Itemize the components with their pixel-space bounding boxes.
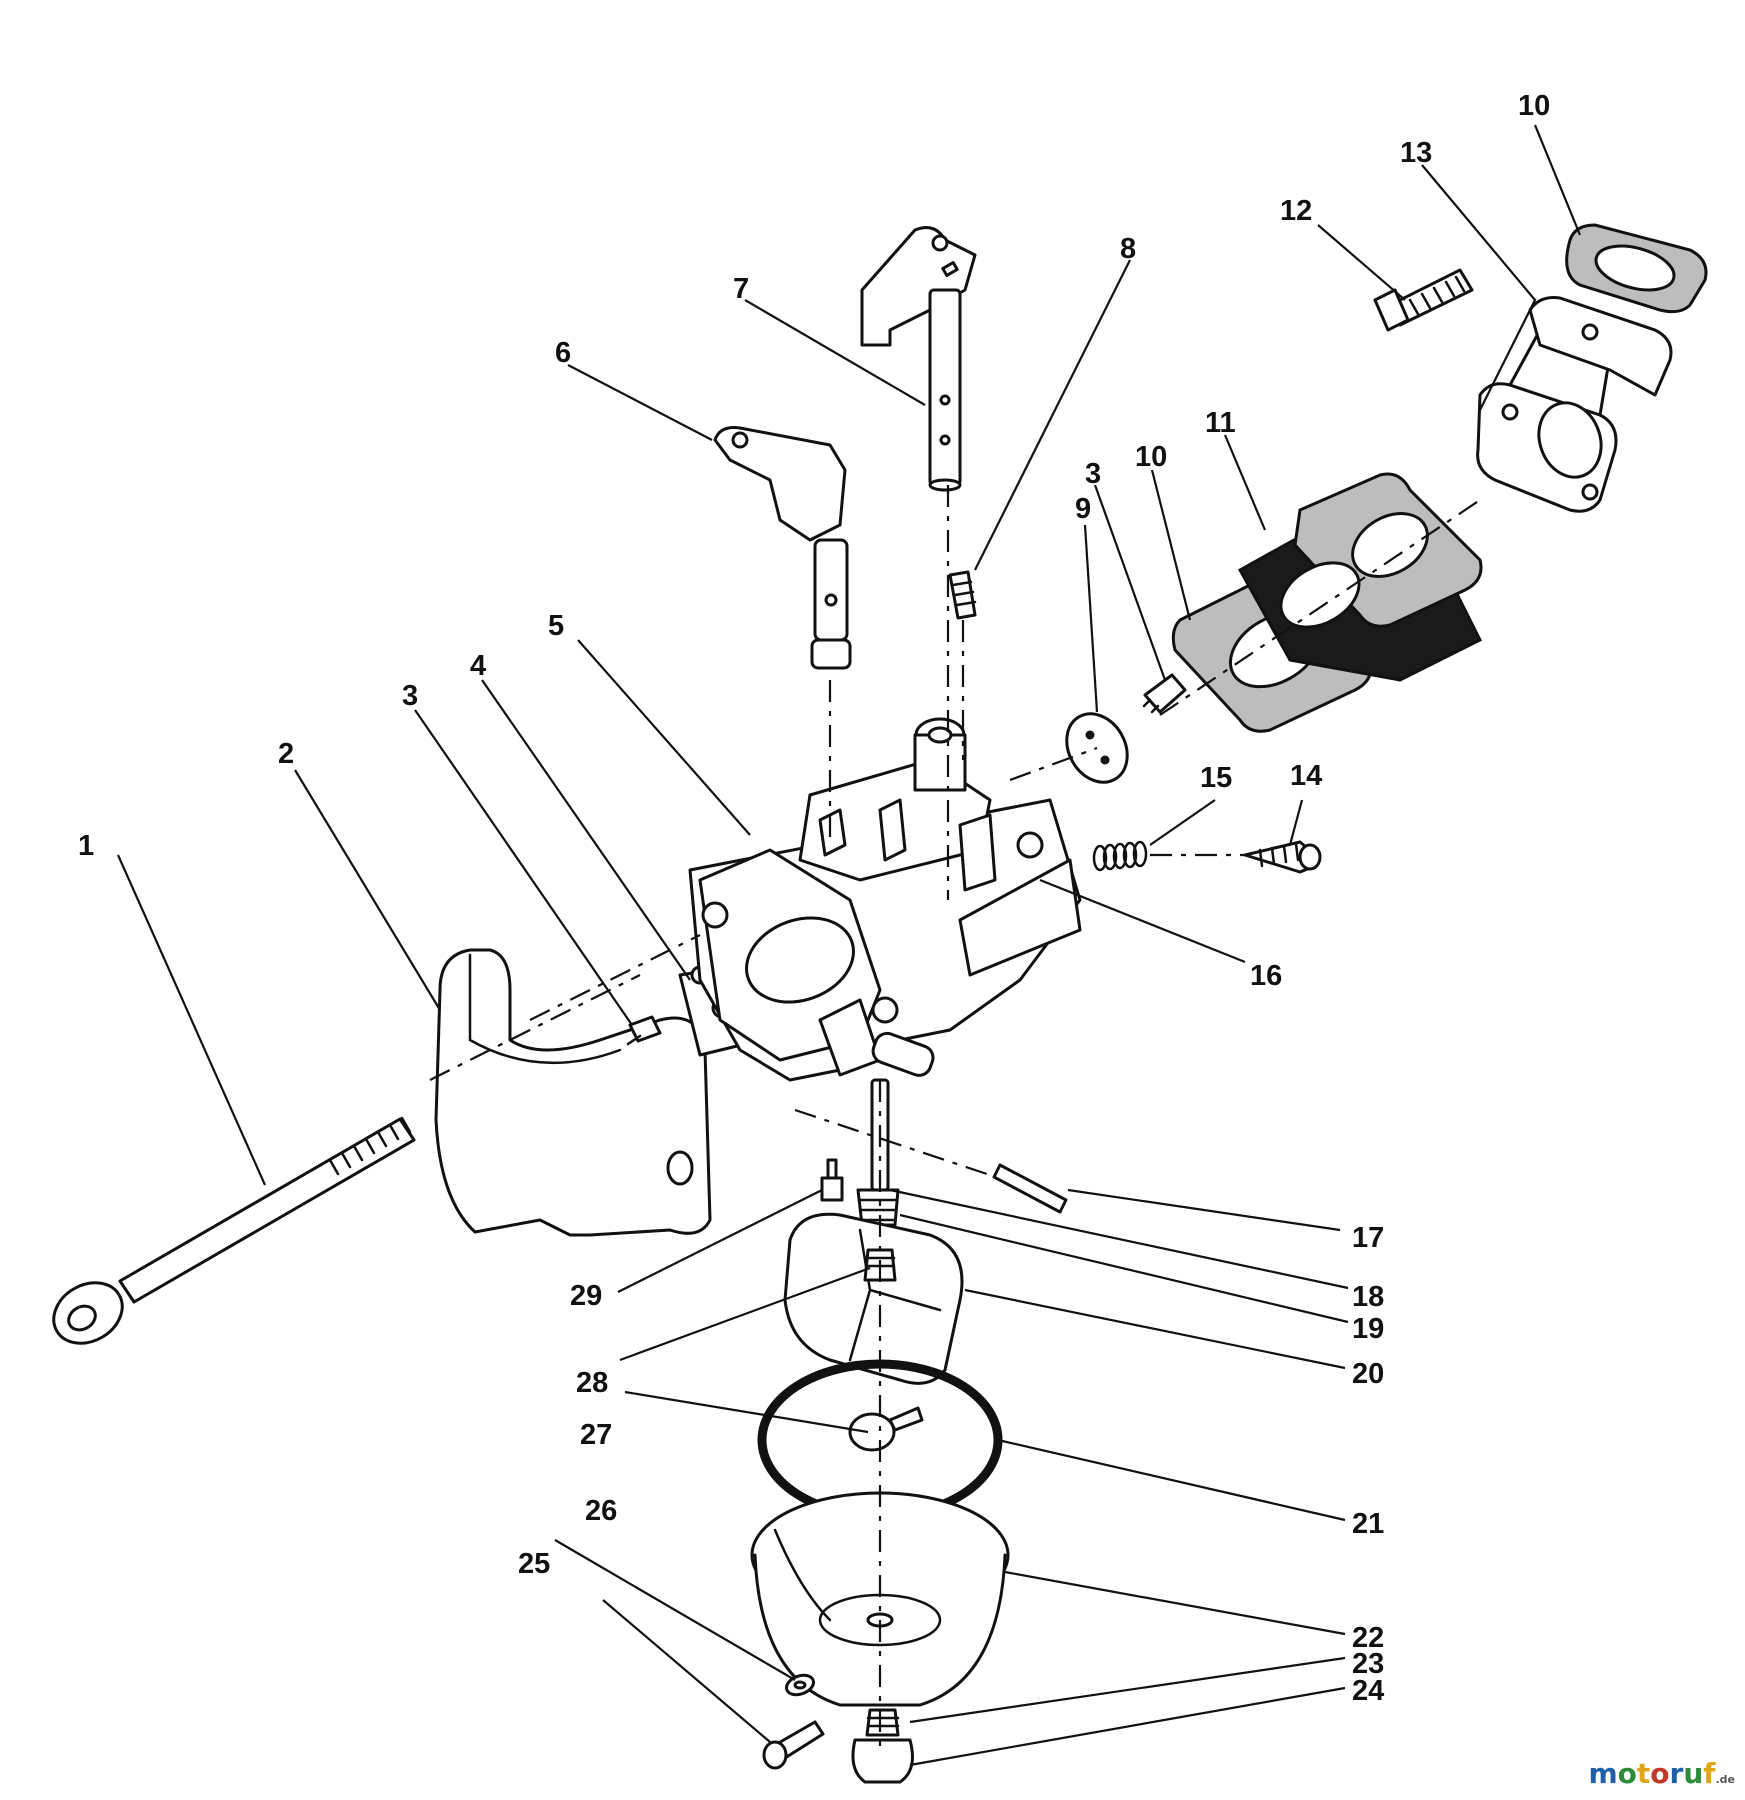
callout-13: 13 (1400, 137, 1432, 169)
alignment-lines (429, 485, 1481, 1750)
callout-7: 7 (733, 273, 749, 305)
callout-20: 20 (1352, 1358, 1384, 1390)
part-5-carburetor-body (688, 717, 1082, 1082)
watermark-letter-t: t (1636, 1757, 1651, 1790)
callout-28: 28 (576, 1367, 608, 1399)
callout-19: 19 (1352, 1313, 1384, 1345)
part-10-gasket-top (1565, 223, 1708, 314)
part-29-needle-valve (820, 1158, 844, 1202)
part-7-throttle-shaft (860, 226, 977, 492)
part-25-screw (762, 1720, 825, 1770)
callout-12: 12 (1280, 195, 1312, 227)
callout-9: 9 (1075, 493, 1091, 525)
callout-10-top: 10 (1518, 90, 1550, 122)
callout-labels: 1 2 3 4 5 6 7 8 9 3 10 11 12 13 10 14 15… (78, 90, 1550, 1707)
part-18-19-needle (856, 1078, 900, 1227)
part-27-clip (848, 1406, 924, 1452)
callout-25: 25 (518, 1548, 550, 1580)
callout-5: 5 (548, 610, 564, 642)
watermark-letter-f: f (1703, 1757, 1716, 1790)
watermark-logo: motoruf.de (1588, 1757, 1735, 1790)
part-3-screw-left (626, 1015, 662, 1046)
callout-4: 4 (470, 650, 486, 682)
part-3-screw-right (1142, 673, 1187, 714)
callout-15: 15 (1200, 762, 1232, 794)
callout-26: 26 (585, 1495, 617, 1527)
part-23-24-bowl-nut (851, 1708, 914, 1784)
watermark-letter-m: m (1588, 1757, 1618, 1790)
callout-2: 2 (278, 738, 294, 770)
callout-29: 29 (570, 1280, 602, 1312)
watermark-tld: .de (1715, 1773, 1735, 1786)
callout-21: 21 (1352, 1508, 1384, 1540)
callout-3-right: 3 (1085, 458, 1101, 490)
part-11-insulator (1237, 472, 1483, 682)
part-2-bracket (434, 948, 712, 1237)
part-17-pin (992, 1163, 1068, 1214)
callout-18: 18 (1352, 1281, 1384, 1313)
callout-3-left: 3 (402, 680, 418, 712)
callout-27: 27 (580, 1419, 612, 1451)
callout-6: 6 (555, 337, 571, 369)
part-14-screw (1243, 840, 1322, 874)
part-12-bolt (1373, 268, 1474, 332)
callout-22: 22 (1352, 1622, 1384, 1654)
callout-8: 8 (1120, 233, 1136, 265)
watermark-letter-u: u (1683, 1757, 1704, 1790)
callout-17: 17 (1352, 1222, 1384, 1254)
part-6-choke-lever (713, 426, 852, 670)
watermark-letter-o: o (1617, 1757, 1637, 1790)
part-20-float (783, 1212, 964, 1385)
callout-16: 16 (1250, 960, 1282, 992)
callout-1: 1 (78, 830, 94, 862)
callout-14: 14 (1290, 760, 1322, 792)
leader-lines (116, 124, 1582, 1767)
callout-11: 11 (1205, 407, 1236, 439)
callout-10-mid: 10 (1135, 441, 1167, 473)
watermark-letter-o2: o (1650, 1757, 1670, 1790)
part-13-intake-manifold (1476, 296, 1673, 513)
callout-24: 24 (1352, 1675, 1384, 1707)
part-15-spring (1092, 840, 1148, 872)
callout-23: 23 (1352, 1648, 1384, 1680)
part-1-bolt (52, 1116, 416, 1345)
watermark-letter-r: r (1669, 1757, 1684, 1790)
part-8-screw (948, 570, 977, 620)
